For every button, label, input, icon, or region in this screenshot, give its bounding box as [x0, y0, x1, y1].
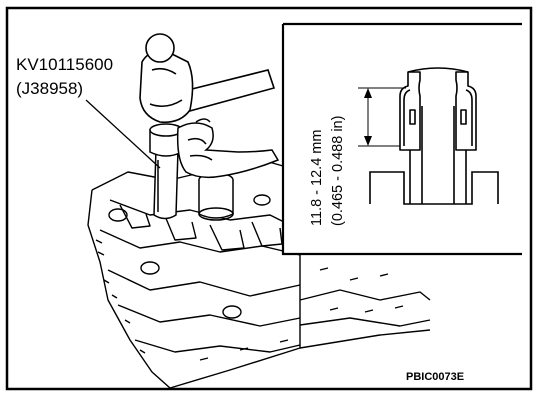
head-surface — [369, 171, 499, 205]
detail-inset — [281, 22, 522, 256]
dimension-arrow-bottom — [364, 136, 372, 146]
tool-part-number: KV10115600 — [16, 55, 113, 74]
tool-alt-number: (J38958) — [16, 79, 83, 98]
figure-code: PBIC0073E — [406, 371, 464, 383]
hand — [176, 118, 280, 179]
valve-oil-seal — [399, 67, 477, 151]
dimension-arrow-top — [364, 88, 372, 98]
valve-guide-on-head — [198, 172, 234, 221]
figure-frame — [5, 6, 533, 391]
dimension-mm-label: 11.8 - 12.4 mm — [309, 130, 325, 226]
dimension-in-label: (0.465 - 0.488 in) — [330, 116, 346, 226]
hammer — [139, 33, 276, 124]
tool-leader-line — [85, 99, 161, 169]
